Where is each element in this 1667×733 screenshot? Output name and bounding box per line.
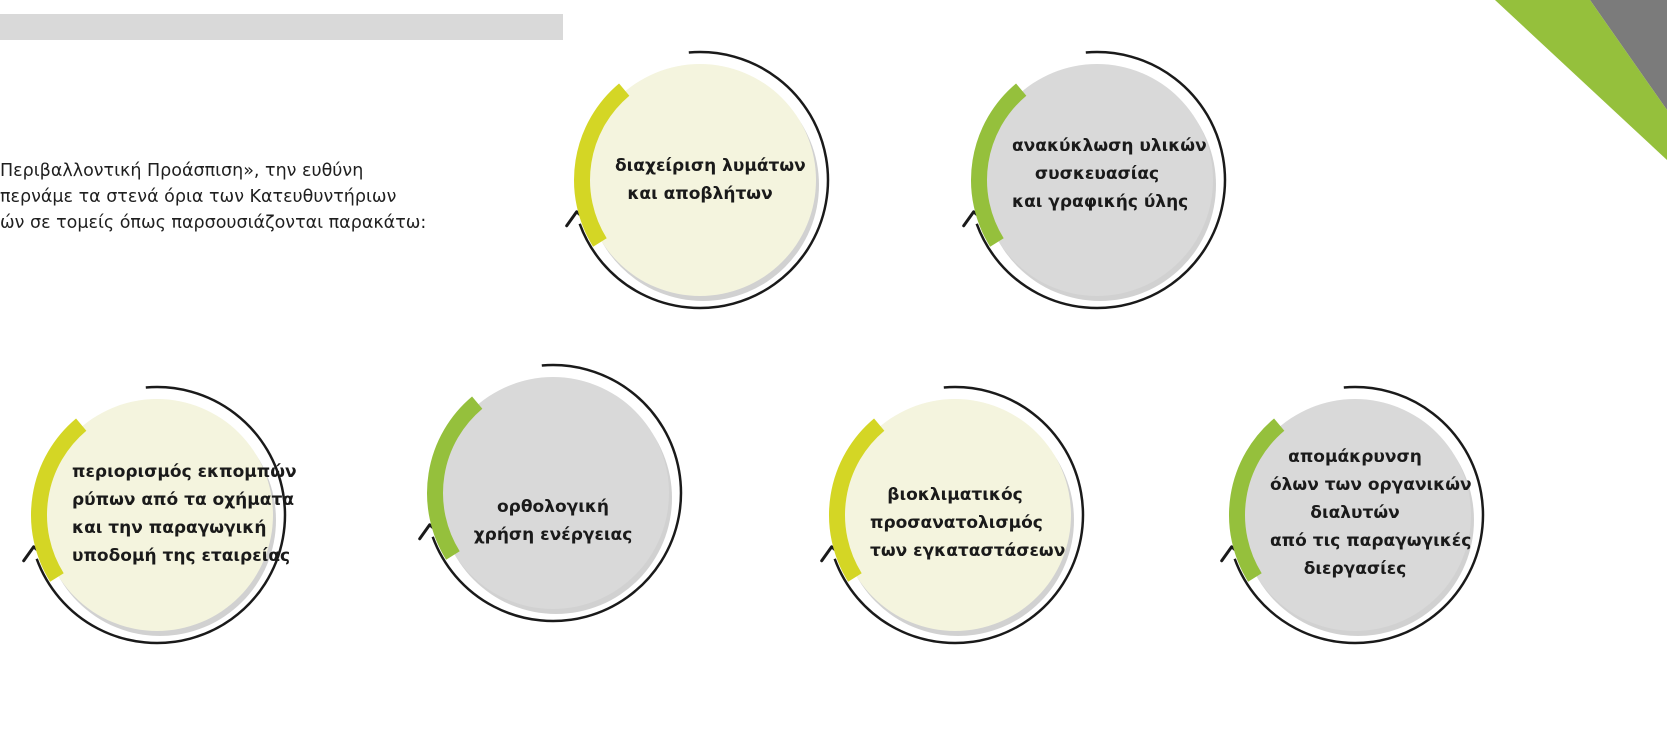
cycle-outline-arc <box>1233 385 1485 645</box>
cycle-waste: διαχείριση λυμάτων και αποβλήτων <box>565 30 830 330</box>
cycle-bioclimatic: βιοκλιματικός προσανατολισμός των εγκατα… <box>820 365 1085 665</box>
circle-fill <box>981 64 1213 296</box>
circle-fill <box>437 377 669 609</box>
cycle-label-line: προσανατολισμός <box>870 513 1043 533</box>
cycle-label-line: βιοκλιματικός <box>887 485 1023 505</box>
circle-fill <box>584 64 816 296</box>
accent-arc <box>971 83 1027 247</box>
intro-line-3: ών σε τομείς όπως παρσουσιάζονται παρακά… <box>0 213 427 233</box>
cycle-graphic <box>22 385 287 645</box>
accent-arc <box>829 418 885 582</box>
cycle-label-line: συσκευασίας <box>1034 164 1160 184</box>
cycle-label: βιοκλιματικός προσανατολισμός των εγκατα… <box>870 481 1066 565</box>
cycle-label-line: περιορισμός εκπομπών <box>72 462 297 482</box>
cycle-energy: ορθολογική χρήση ενέργειας <box>418 343 683 643</box>
header-bar <box>0 14 563 40</box>
accent-arc <box>1229 418 1285 582</box>
cycle-label-line: ρύπων από τα οχήματα <box>72 490 295 510</box>
cycle-graphic <box>565 50 830 310</box>
cycle-recycling: ανακύκλωση υλικών συσκευασίας και γραφικ… <box>962 30 1227 330</box>
accent-arc <box>31 418 87 582</box>
cycle-label-line: χρήση ενέργειας <box>473 525 633 545</box>
cycle-solvents: απομάκρυνση όλων των οργανικών διαλυτών … <box>1220 365 1485 665</box>
cycle-label-line: διεργασίες <box>1303 559 1407 579</box>
cycle-outline-arc <box>431 363 683 623</box>
intro-text: Περιβαλλοντική Προάσπιση», την ευθύνη πε… <box>0 158 560 236</box>
cycle-label-line: απομάκρυνση <box>1288 447 1422 467</box>
cycle-label-line: υποδομή της εταιρείας <box>72 546 291 566</box>
cycle-label: απομάκρυνση όλων των οργανικών διαλυτών … <box>1270 443 1472 583</box>
cycle-outline-arc <box>975 50 1227 310</box>
cycle-label-line: και την παραγωγική <box>72 518 267 538</box>
cycle-label-line: ανακύκλωση υλικών <box>1012 136 1207 156</box>
cycle-graphic <box>418 363 683 623</box>
cycle-outline-arc <box>35 385 287 645</box>
cycle-label: διαχείριση λυμάτων και αποβλήτων <box>615 152 806 208</box>
intro-line-2: περνάμε τα στενά όρια των Κατευθυντήριων <box>0 187 397 207</box>
corner-grey-triangle <box>1590 0 1667 110</box>
cycle-label-line: όλων των οργανικών <box>1270 475 1472 495</box>
cycle-label: περιορισμός εκπομπών ρύπων από τα οχήματ… <box>72 458 297 570</box>
accent-arc <box>427 396 483 560</box>
intro-line-1: Περιβαλλοντική Προάσπιση», την ευθύνη <box>0 161 364 181</box>
cycle-graphic <box>820 385 1085 645</box>
cycle-label-line: και γραφικής ύλης <box>1012 192 1189 212</box>
cycle-label-line: από τις παραγωγικές <box>1270 531 1472 551</box>
cycle-graphic <box>962 50 1227 310</box>
cycle-label-line: διαλυτών <box>1310 503 1400 523</box>
circle-fill <box>1239 399 1471 631</box>
cycle-label-line: των εγκαταστάσεων <box>870 541 1066 561</box>
circle-fill <box>41 399 273 631</box>
accent-arc <box>574 83 630 247</box>
circle-fill <box>839 399 1071 631</box>
cycle-label-line: διαχείριση λυμάτων <box>615 156 806 176</box>
cycle-label-line: και αποβλήτων <box>627 184 773 204</box>
cycle-label: ορθολογική χρήση ενέργειας <box>468 493 638 549</box>
cycle-outline-arc <box>833 385 1085 645</box>
cycle-outline-arc <box>578 50 830 310</box>
cycle-label: ανακύκλωση υλικών συσκευασίας και γραφικ… <box>1012 132 1207 216</box>
cycle-emissions: περιορισμός εκπομπών ρύπων από τα οχήματ… <box>22 365 297 665</box>
corner-green-stripe <box>1495 0 1667 160</box>
cycle-graphic <box>1220 385 1485 645</box>
cycle-label-line: ορθολογική <box>496 497 610 517</box>
